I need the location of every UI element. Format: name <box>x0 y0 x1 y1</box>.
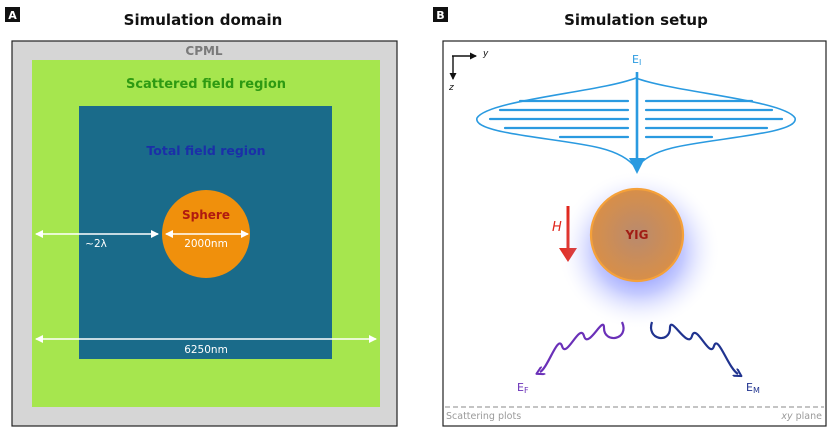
width-label: 6250nm <box>184 344 228 356</box>
em-label: EM <box>746 381 760 395</box>
axis-indicator: y z <box>448 49 489 93</box>
panel-b: B Simulation setup y z EI <box>433 7 827 427</box>
scattered-field-label: Scattered field region <box>126 77 286 92</box>
panel-a-badge <box>5 7 20 22</box>
panel-b-badge-label: B <box>436 9 444 22</box>
ef-label: EF <box>517 381 529 395</box>
diameter-label: 2000nm <box>184 238 228 250</box>
ef-wave <box>540 321 625 372</box>
scattering-plane-left-label: Scattering plots <box>446 411 521 422</box>
scattering-plane-right-label: xy plane <box>780 411 822 422</box>
incident-field-lines <box>488 99 784 139</box>
panel-b-badge <box>433 7 448 22</box>
yig-sphere-group: YIG <box>557 170 721 330</box>
em-wave <box>649 321 738 374</box>
panel-a-title: Simulation domain <box>124 11 283 29</box>
yig-sphere <box>589 187 685 283</box>
gap-label: ~2λ <box>85 238 107 250</box>
incident-arrow-head <box>629 158 645 174</box>
panel-a: A Simulation domain CPML Scattered field… <box>5 7 398 427</box>
scattered-waves: EF EM <box>517 321 760 395</box>
yig-label: YIG <box>624 228 648 242</box>
total-field-label: Total field region <box>146 143 265 158</box>
y-axis-label: y <box>482 49 489 59</box>
h-label: H <box>552 220 562 235</box>
incident-beam: EI <box>476 53 796 174</box>
z-axis-label: z <box>448 83 454 93</box>
panel-b-title: Simulation setup <box>564 11 708 29</box>
incident-label: EI <box>632 53 641 67</box>
cpml-label: CPML <box>185 44 223 58</box>
panel-a-badge-label: A <box>8 9 17 22</box>
sphere-label: Sphere <box>182 208 230 222</box>
